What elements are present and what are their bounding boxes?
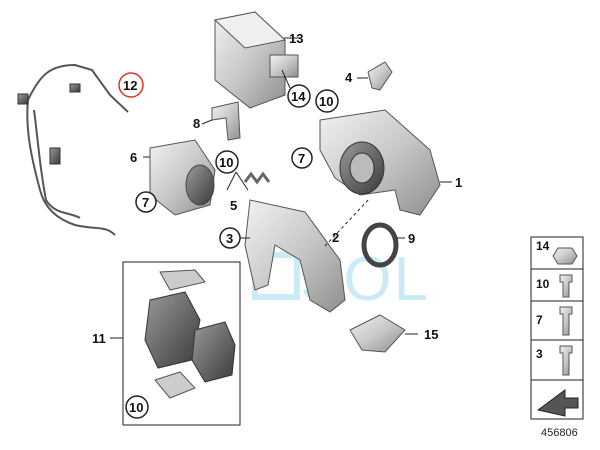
- control-unit: [213, 11, 300, 109]
- callout-7-ring: [291, 147, 313, 169]
- callouts: 1 2 3 4 5 6 7 7 8 9 10 10 10 11 12 13 14…: [92, 31, 462, 419]
- leader-2: [324, 197, 371, 247]
- callout-10-ring: [315, 89, 339, 113]
- callout-6: 6: [130, 150, 137, 165]
- callout-13: 13: [289, 31, 303, 46]
- carrier: [240, 199, 346, 313]
- callout-10c: 10: [129, 400, 143, 415]
- fastener-legend: 14 10 7 3: [530, 236, 584, 420]
- callout-10b: 10: [219, 155, 233, 170]
- grease-packet: [349, 314, 418, 353]
- callout-1: 1: [455, 175, 462, 190]
- actuator-motor: [143, 139, 216, 216]
- callout-14-ring: [287, 84, 311, 108]
- callout-11: 11: [92, 331, 106, 346]
- callout-2: 2: [332, 230, 339, 245]
- callout-15: 15: [424, 327, 438, 342]
- diagram-id: 456806: [541, 427, 578, 439]
- callout-10-ring: [215, 150, 239, 174]
- bolt-icon: [559, 345, 573, 376]
- callout-3: 3: [226, 231, 233, 246]
- callout-14: 14: [291, 89, 306, 104]
- bracket: [201, 101, 241, 141]
- nut-icon: [552, 247, 578, 265]
- legend-item-10: 10: [536, 277, 550, 291]
- callout-10-ring: [125, 395, 149, 419]
- bolt-icon: [559, 306, 573, 336]
- callout-7-ring: [135, 191, 157, 213]
- bleed-valve: [357, 61, 393, 91]
- wear-sensor-cable: [17, 63, 129, 236]
- legend-item-7: 7: [536, 313, 543, 327]
- legend-item-3: 3: [536, 347, 543, 361]
- callout-7b: 7: [298, 151, 305, 166]
- arrow-icon: [536, 389, 579, 417]
- bolt-icon: [559, 274, 573, 298]
- caliper-housing: [319, 109, 452, 216]
- brake-pad-set: [110, 261, 241, 426]
- callout-12: 12: [123, 78, 137, 93]
- callout-10a: 10: [319, 94, 333, 109]
- legend-item-14: 14: [536, 239, 550, 253]
- callout-5: 5: [230, 198, 237, 213]
- callout-12-ring: [118, 72, 144, 98]
- callout-4: 4: [345, 70, 353, 85]
- callout-7a: 7: [142, 195, 149, 210]
- callout-9: 9: [408, 231, 415, 246]
- seal-ring: [361, 222, 405, 268]
- callout-3-ring: [219, 227, 241, 249]
- spring: [226, 171, 271, 191]
- callout-8: 8: [193, 116, 200, 131]
